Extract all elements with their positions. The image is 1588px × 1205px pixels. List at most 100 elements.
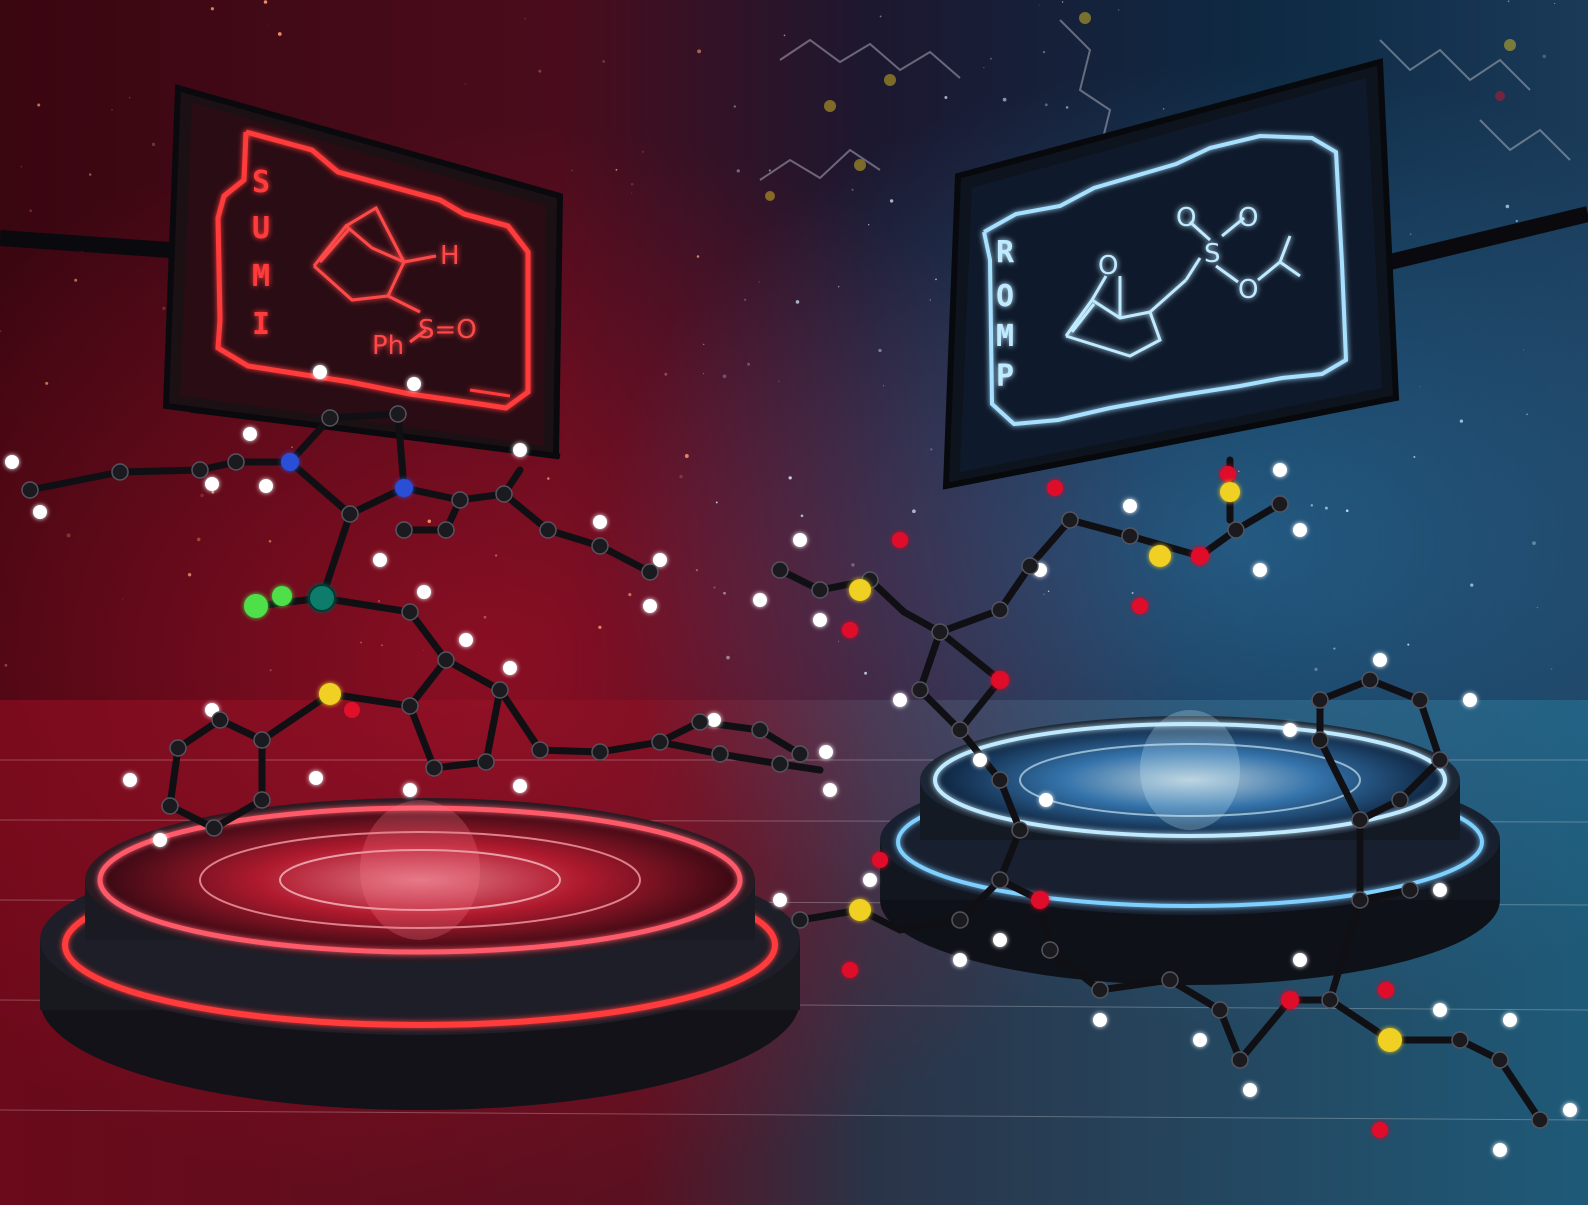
star (66, 533, 71, 538)
star (736, 169, 740, 173)
star (360, 641, 363, 644)
romp-ring-oxygen-label: O (1098, 251, 1118, 281)
star (879, 15, 882, 18)
star (1038, 4, 1040, 6)
star (524, 18, 526, 20)
star (1333, 647, 1336, 650)
star (4, 663, 8, 667)
star (726, 655, 730, 660)
star (615, 168, 618, 171)
sumi-letter-u: U (252, 211, 270, 246)
star (1459, 419, 1464, 423)
background-molecules (759, 12, 1571, 201)
star (1065, 106, 1069, 109)
star (129, 97, 131, 99)
star (795, 300, 800, 304)
star (713, 586, 716, 589)
star (89, 173, 92, 176)
star (1532, 541, 1536, 545)
star (268, 539, 272, 543)
star (1413, 456, 1416, 458)
star (778, 380, 780, 382)
romp-polymer-molecule (753, 456, 1577, 1157)
star (747, 362, 751, 366)
star (121, 598, 124, 600)
star (547, 477, 550, 480)
star (788, 476, 792, 480)
star (983, 67, 985, 69)
star (381, 644, 383, 646)
sumi-letter-s: S (252, 165, 270, 200)
ruthenium-catalyst-molecule (5, 365, 837, 847)
star (723, 591, 726, 595)
star (641, 150, 645, 153)
star (695, 568, 699, 572)
star (1238, 470, 1240, 473)
star (664, 372, 668, 376)
romp-letter-r: R (996, 235, 1015, 270)
star (703, 373, 705, 375)
romp-letter-p: P (996, 359, 1014, 394)
star (211, 490, 215, 494)
star (1002, 97, 1007, 102)
romp-sulfonyl-o1-label: O (1176, 203, 1196, 233)
star (1407, 643, 1410, 646)
star (1419, 385, 1421, 388)
star (37, 103, 41, 107)
romp-letter-m: M (996, 319, 1014, 354)
star (935, 278, 937, 281)
star (930, 448, 933, 451)
star (1042, 50, 1046, 54)
romp-monitor: R O M P O O O S O (942, 58, 1588, 490)
star (912, 509, 916, 514)
sumi-monitor: S U M I H S=O Ph (0, 84, 564, 460)
star (703, 343, 705, 345)
star (744, 298, 747, 301)
star (74, 278, 78, 282)
star (291, 446, 293, 448)
star (1536, 606, 1539, 609)
sumi-letter-i: I (252, 307, 270, 342)
star (1507, 0, 1510, 3)
romp-letter-o: O (996, 279, 1014, 314)
star (800, 514, 804, 518)
star (758, 281, 760, 283)
star (187, 573, 192, 577)
star (571, 169, 573, 172)
sumi-letter-m: M (252, 259, 270, 294)
sumi-hydrogen-label: H (440, 241, 460, 271)
star (883, 385, 885, 387)
star (1131, 592, 1134, 594)
star (944, 96, 948, 99)
star (538, 69, 542, 73)
star (768, 169, 771, 172)
star (1523, 349, 1525, 351)
star (1515, 219, 1518, 223)
star (1345, 509, 1349, 513)
romp-sulfonyl-o2-label: O (1238, 203, 1258, 233)
star (483, 615, 487, 619)
star (851, 188, 854, 191)
star (196, 537, 201, 542)
star (628, 593, 632, 597)
romp-sulfur-label: S (1204, 239, 1221, 269)
star (722, 374, 727, 379)
star (277, 32, 282, 36)
star (696, 255, 700, 258)
star (1314, 667, 1318, 672)
star (1061, 1, 1064, 3)
star (602, 60, 605, 63)
star (733, 105, 736, 108)
romp-ester-oxygen-label: O (1238, 275, 1258, 305)
red-pedestal (40, 798, 800, 1110)
star (162, 306, 166, 310)
star (684, 454, 689, 458)
star (0, 330, 2, 333)
star (630, 182, 634, 186)
star (878, 348, 882, 353)
star (1470, 583, 1474, 587)
star (838, 640, 840, 642)
star (889, 199, 894, 203)
romp-oxanorbornene-structure (1064, 216, 1301, 358)
